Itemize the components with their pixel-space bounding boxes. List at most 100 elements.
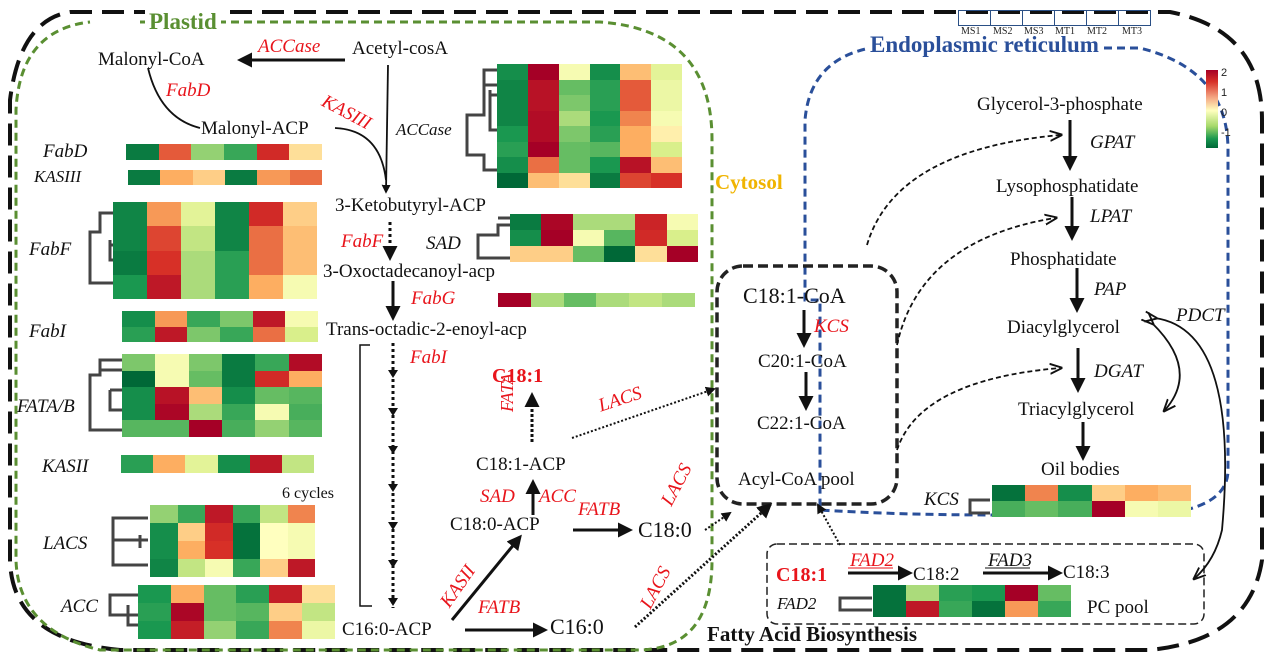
heatmap-fabf xyxy=(113,202,317,299)
heatmap-cell xyxy=(497,157,528,173)
heatmap-cell xyxy=(1038,585,1071,601)
colorbar-tick: 1 xyxy=(1221,87,1228,99)
metabolite-c18-0-acp: C18:0-ACP xyxy=(450,514,540,535)
heatmap-cell xyxy=(651,79,682,95)
metabolite-diacylglycerol: Diacylglycerol xyxy=(1007,317,1120,338)
colorbar-tick: -1 xyxy=(1221,127,1231,139)
heatmap-cell xyxy=(121,455,154,473)
heatmap-cell xyxy=(236,585,270,603)
heatmap-cell xyxy=(113,274,147,299)
heatmap-cell xyxy=(113,202,147,227)
heatmap-cell xyxy=(205,523,233,541)
pc-pool-label: PC pool xyxy=(1087,597,1149,618)
heatmap-cell xyxy=(873,601,906,617)
enzyme-kcs: KCS xyxy=(814,316,849,337)
enzyme-dgat: DGAT xyxy=(1094,361,1143,382)
heatmap-cell xyxy=(138,621,171,639)
cell-boundary xyxy=(8,10,1264,652)
enzyme-pap: PAP xyxy=(1094,279,1127,300)
heatmap-cell xyxy=(150,559,178,577)
heatmap-cell xyxy=(177,559,205,577)
heatmap-cell xyxy=(497,110,528,126)
heatmap-cell xyxy=(558,64,590,80)
enzyme-gpat: GPAT xyxy=(1090,132,1135,153)
heatmap-cell xyxy=(1038,601,1071,617)
pc-metabolite-c18-3: C18:3 xyxy=(1063,562,1110,583)
heatmap-cell xyxy=(992,501,1026,517)
heatmap-cell xyxy=(1124,485,1158,501)
heatmap-cell xyxy=(288,387,322,404)
metabolite-oil-bodies: Oil bodies xyxy=(1041,459,1120,480)
heatmap-cell xyxy=(635,230,667,246)
heatmap-cell xyxy=(287,541,315,559)
heatmap-cell xyxy=(288,403,322,421)
heatmap-cell xyxy=(1058,501,1092,517)
er-label: Endoplasmic reticulum xyxy=(866,33,1103,56)
sample-cell-mt1 xyxy=(1055,11,1087,25)
heatmap-cell xyxy=(177,541,205,559)
heatmap-cell xyxy=(155,403,189,421)
heatmap-cell xyxy=(302,603,335,621)
heatmap-cell xyxy=(181,226,215,251)
heatmap-cell xyxy=(604,246,636,262)
heatmap-fad2 xyxy=(873,585,1071,617)
heatmap-acc xyxy=(138,585,335,639)
metabolite-malonyl-coa: Malonyl-CoA xyxy=(98,49,205,70)
heatmap-cell xyxy=(288,370,322,388)
heatmap-cell xyxy=(260,559,288,577)
heatmap-cell xyxy=(510,214,542,230)
heatmap-cell xyxy=(1025,501,1059,517)
heatmap-cell xyxy=(249,250,283,275)
heatmap-cell xyxy=(221,387,256,404)
sample-label-mt3: MT3 xyxy=(1122,26,1142,37)
enzyme-fabf: FabF xyxy=(341,231,384,252)
heatmap-cell xyxy=(651,157,682,173)
sample-label-ms3: MS3 xyxy=(1024,26,1044,37)
heatmap-kasiii xyxy=(128,170,322,185)
heatmap-cell xyxy=(138,585,171,603)
heatmap-cell xyxy=(635,214,667,230)
heatmap-cell xyxy=(510,230,542,246)
heatmap-cell xyxy=(224,144,257,160)
heatmap-cell xyxy=(288,420,322,437)
heatmap-fabd xyxy=(126,144,322,160)
pc-pool-box xyxy=(766,543,1205,625)
heatmap-cell xyxy=(289,144,322,160)
heatmap-cell xyxy=(541,246,573,262)
heatmap-cell xyxy=(217,455,250,473)
heatmap-cell xyxy=(527,141,559,157)
heatmap-cell xyxy=(497,95,528,111)
heatmap-cell xyxy=(260,505,288,523)
metabolite-ketobutyryl-acp: 3-Ketobutyryl-ACP xyxy=(335,195,486,216)
enzyme-fabg: FabG xyxy=(411,288,456,309)
heatmap-cell xyxy=(589,79,621,95)
heatmap-cell xyxy=(188,420,222,437)
heatmap-cell xyxy=(260,541,288,559)
sample-label-ms2: MS2 xyxy=(993,26,1013,37)
enzyme-pdct: PDCT xyxy=(1176,305,1225,326)
heatmap-cell xyxy=(188,387,222,404)
heatmap-cell xyxy=(498,293,531,307)
heatmap-cell xyxy=(906,601,939,617)
heatmap-cell xyxy=(177,505,205,523)
heatmap-cell xyxy=(558,141,590,157)
metabolite-phosphatidate: Phosphatidate xyxy=(1010,249,1117,270)
heatmap-cell xyxy=(177,523,205,541)
heatmap-cell xyxy=(170,621,204,639)
heatmap-cell xyxy=(188,354,222,371)
pc-metabolite-c18-1: C18:1 xyxy=(776,564,828,586)
heatmap-cell xyxy=(153,455,186,473)
heatmap-cell xyxy=(170,603,204,621)
heatmap-cell xyxy=(128,170,161,185)
heatmap-cell xyxy=(232,523,260,541)
heatmap-cell xyxy=(287,505,315,523)
heatmap-cell xyxy=(620,172,652,188)
enzyme-lpat: LPAT xyxy=(1090,206,1132,227)
heatmap-cell xyxy=(113,250,147,275)
heatmap-cell xyxy=(255,387,289,404)
heatmap-cell xyxy=(558,95,590,111)
metabolite-c18-1-coa: C18:1-CoA xyxy=(743,283,846,308)
heatmap-cell xyxy=(666,246,698,262)
heatmap-cell xyxy=(269,603,303,621)
heatmap-cell xyxy=(147,226,181,251)
